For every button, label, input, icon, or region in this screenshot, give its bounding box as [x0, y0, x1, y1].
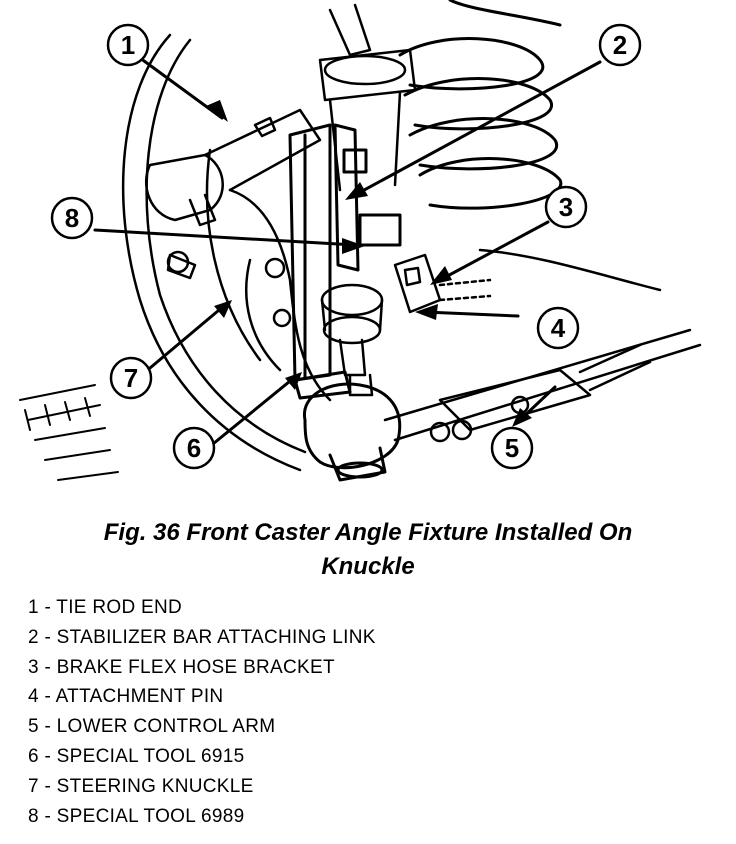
arrowheads [206, 100, 532, 427]
callout-7-number: 7 [124, 363, 138, 393]
legend-item-special-tool-6989: 8 - SPECIAL TOOL 6989 [28, 805, 245, 827]
legend-item-special-tool-6915: 6 - SPECIAL TOOL 6915 [28, 745, 245, 767]
callout-4: 4 [536, 306, 580, 350]
steering-knuckle [166, 188, 332, 402]
coil-spring [398, 0, 563, 210]
callout-2-number: 2 [613, 30, 627, 60]
legend-item-brake-hose-bracket: 3 - BRAKE FLEX HOSE BRACKET [28, 656, 335, 678]
tie-rod-end [144, 108, 322, 227]
figure-caption-line-2: Knuckle [321, 553, 415, 580]
callout-1-number: 1 [121, 30, 135, 60]
callout-3-number: 3 [559, 192, 573, 222]
brake-hose-bracket [393, 253, 492, 314]
legend-item-tie-rod-end: 1 - TIE ROD END [28, 597, 183, 618]
figure-caption-line-1: Fig. 36 Front Caster Angle Fixture Insta… [103, 519, 633, 546]
callout-3: 3 [544, 185, 588, 229]
legend-item-attachment-pin: 4 - ATTACHMENT PIN [28, 686, 224, 708]
legend-item-lower-control-arm: 5 - LOWER CONTROL ARM [28, 716, 276, 738]
callout-4-number: 4 [551, 313, 566, 343]
callout-2: 2 [598, 23, 642, 67]
callout-6-number: 6 [187, 433, 201, 463]
brake-rotor [121, 33, 307, 472]
figure-caption: Fig. 36 Front Caster Angle Fixture Insta… [20, 516, 716, 584]
legend-item-steering-knuckle: 7 - STEERING KNUCKLE [28, 775, 254, 797]
attachment-pin [320, 283, 384, 397]
legend-item-stabilizer-link: 2 - STABILIZER BAR ATTACHING LINK [28, 626, 376, 648]
parts-legend: 1 - TIE ROD END 2 - STABILIZER BAR ATTAC… [28, 593, 376, 831]
front-suspension-illustration: 1 2 3 4 5 6 7 8 [19, 0, 702, 482]
callout-1: 1 [106, 23, 150, 67]
special-tool-fixture [288, 123, 402, 400]
callout-7: 7 [109, 356, 153, 400]
callout-5: 5 [490, 426, 534, 470]
callout-6: 6 [172, 426, 216, 470]
callout-8: 8 [50, 196, 94, 240]
lower-ball-joint [303, 382, 402, 482]
callout-arrows [93, 56, 602, 450]
tire-tread [19, 384, 119, 481]
callout-8-number: 8 [65, 203, 79, 233]
callout-5-number: 5 [505, 433, 519, 463]
